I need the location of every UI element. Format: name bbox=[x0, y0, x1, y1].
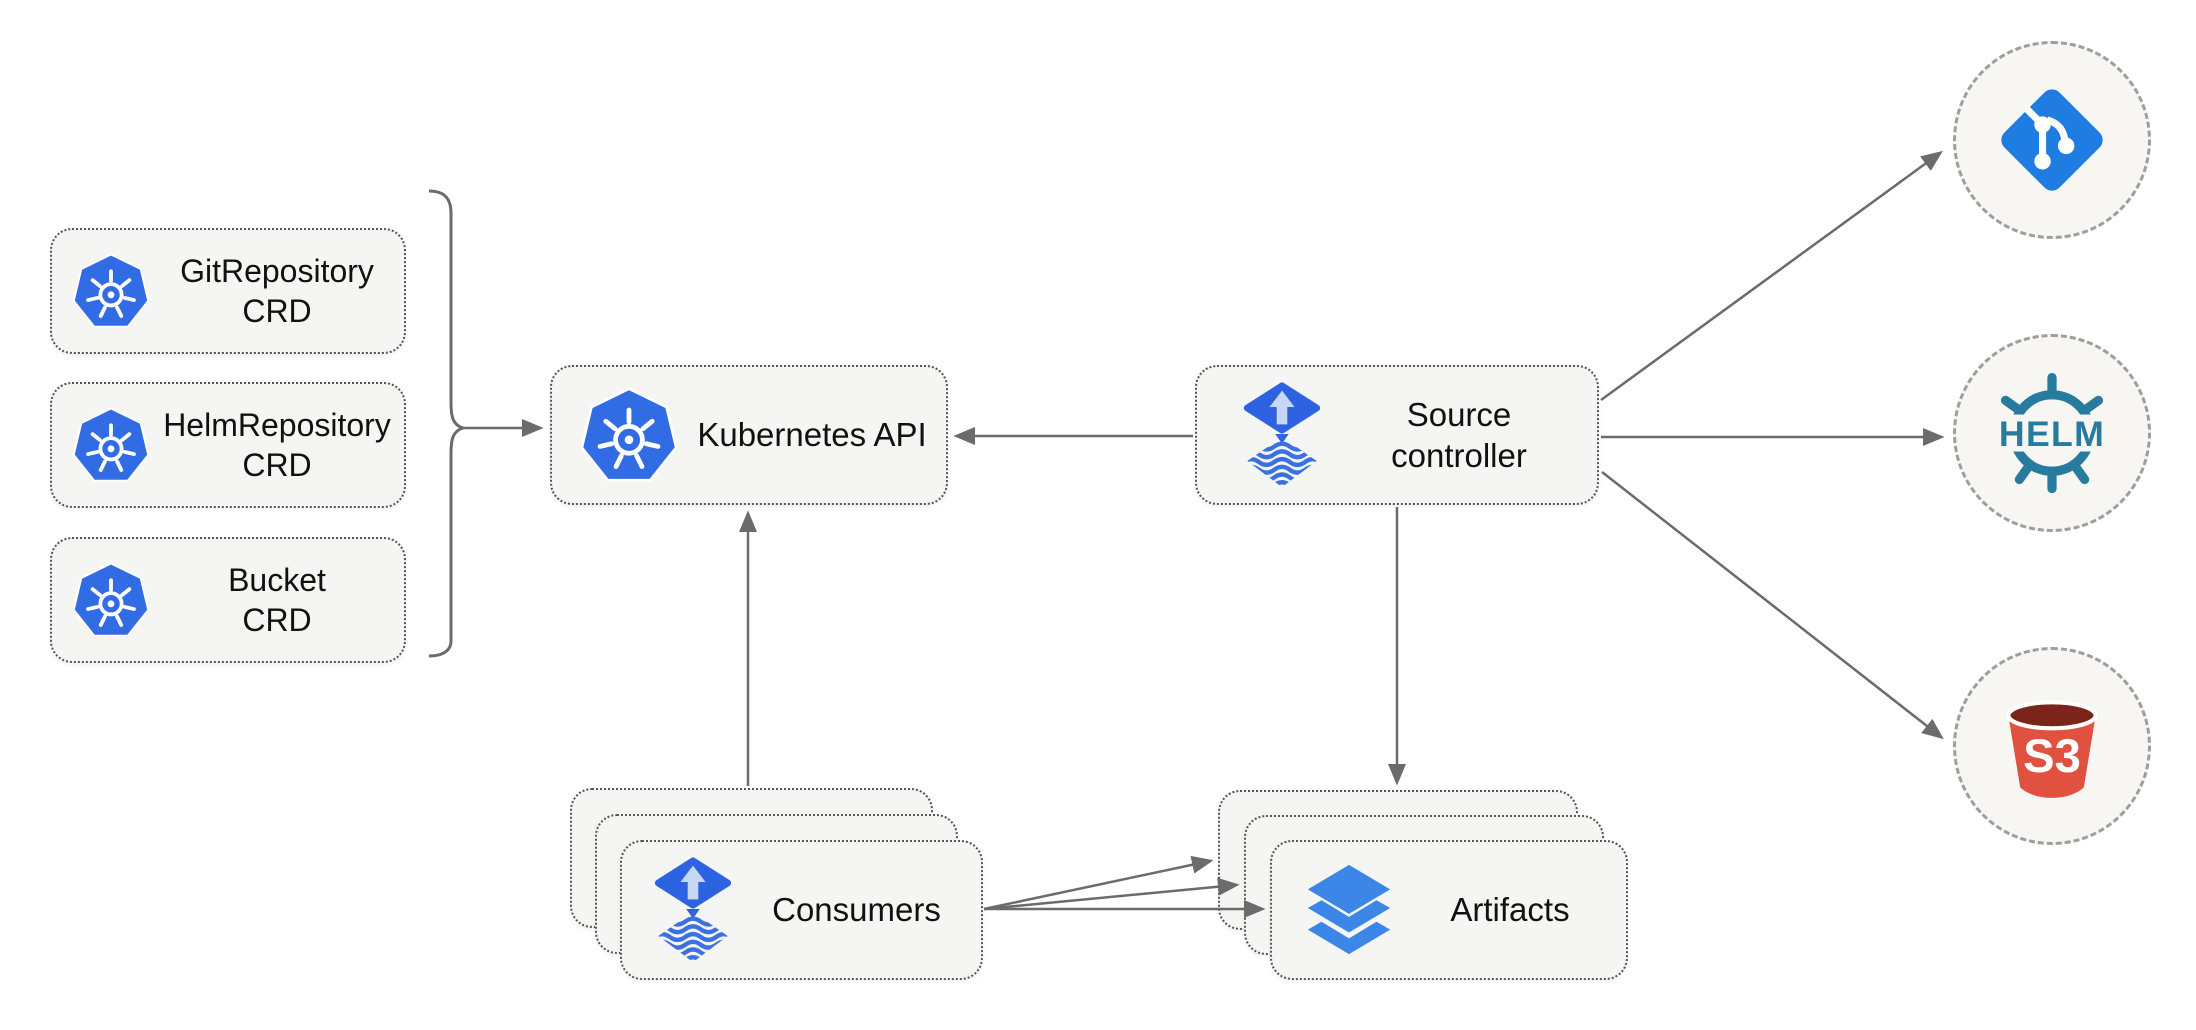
crd-group-brace bbox=[428, 189, 469, 658]
node-label-line2: CRD bbox=[242, 602, 312, 638]
node-label: HelmRepository CRD bbox=[150, 405, 404, 485]
layers-icon bbox=[1304, 861, 1394, 959]
helm-icon bbox=[1986, 367, 2118, 499]
node-artifacts: Artifacts bbox=[1270, 840, 1628, 980]
node-label: Consumers bbox=[772, 891, 941, 929]
node-bucket-crd: Bucket CRD bbox=[50, 537, 406, 663]
edge-consumers-to-artifacts-back bbox=[983, 855, 1214, 911]
flux-icon bbox=[654, 856, 732, 964]
node-label: Artifacts bbox=[1450, 891, 1570, 929]
endpoint-helm bbox=[1953, 334, 2151, 532]
node-source-controller: Source controller bbox=[1195, 365, 1599, 505]
kubernetes-icon bbox=[72, 407, 150, 483]
edge-source-controller-to-git bbox=[1600, 150, 1943, 402]
node-label-line2: controller bbox=[1391, 437, 1527, 474]
node-label-line2: CRD bbox=[242, 293, 312, 329]
endpoint-s3 bbox=[1953, 647, 2151, 845]
node-label: GitRepository CRD bbox=[150, 251, 404, 331]
s3-bucket-icon bbox=[1993, 687, 2111, 805]
node-label: Source controller bbox=[1321, 394, 1597, 477]
flux-icon bbox=[1243, 381, 1321, 489]
node-label-line1: Bucket bbox=[228, 562, 326, 598]
node-label: Kubernetes API bbox=[697, 416, 927, 454]
node-consumers: Consumers bbox=[620, 840, 983, 980]
edge-consumers-to-artifacts-middle bbox=[983, 877, 1240, 911]
node-label-line2: CRD bbox=[242, 447, 312, 483]
git-icon bbox=[1993, 81, 2111, 199]
node-label: Bucket CRD bbox=[150, 560, 404, 640]
kubernetes-icon bbox=[580, 387, 678, 483]
node-label-line1: GitRepository bbox=[180, 253, 374, 289]
node-helm-repository-crd: HelmRepository CRD bbox=[50, 382, 406, 508]
node-label-line1: Source bbox=[1406, 395, 1512, 433]
node-git-repository-crd: GitRepository CRD bbox=[50, 228, 406, 354]
node-label-line1: HelmRepository bbox=[163, 407, 391, 443]
kubernetes-icon bbox=[72, 562, 150, 638]
node-kubernetes-api: Kubernetes API bbox=[550, 365, 948, 505]
kubernetes-icon bbox=[72, 253, 150, 329]
endpoint-git bbox=[1953, 41, 2151, 239]
edge-source-controller-to-s3 bbox=[1601, 471, 1944, 740]
